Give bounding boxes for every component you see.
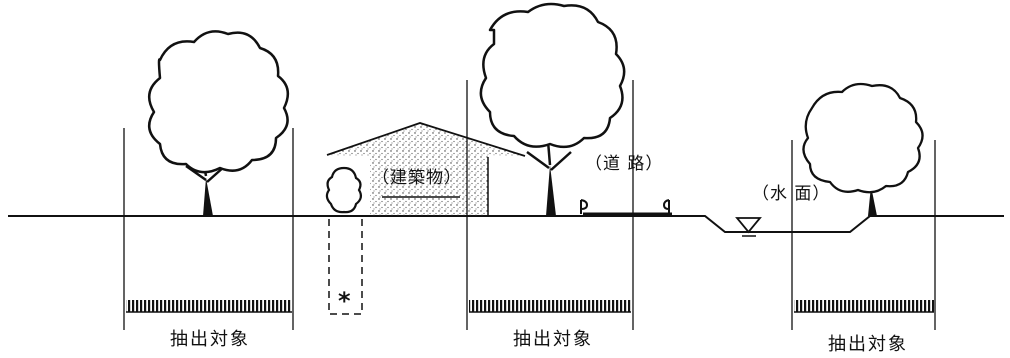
extraction-target-label-3: 抽出対象 — [828, 334, 908, 355]
water-level-icon — [735, 217, 762, 237]
extraction-bar-1 — [126, 300, 292, 312]
tree-icon-3 — [802, 82, 924, 216]
extraction-hatch-bars — [126, 300, 934, 313]
extraction-target-label-1: 抽出対象 — [170, 329, 250, 350]
underground-dashed-box — [328, 215, 363, 315]
extraction-bar-3 — [794, 300, 934, 312]
extraction-target-label-2: 抽出対象 — [513, 329, 593, 350]
shrub-icon — [325, 166, 363, 214]
asterisk-mark: * — [338, 287, 351, 315]
building-label: （建築物） — [372, 168, 462, 188]
extraction-bar-2 — [469, 300, 631, 312]
tree-icon-1 — [147, 30, 290, 216]
tree-icon-2 — [479, 2, 626, 216]
road-surface — [580, 199, 672, 216]
building-icon — [326, 122, 526, 216]
ground-line — [8, 215, 1004, 233]
road-marker-right-icon — [662, 199, 670, 214]
road-marker-left-icon — [580, 199, 589, 214]
water-label: （水 面） — [752, 184, 831, 204]
road-label: （道 路） — [585, 154, 664, 174]
